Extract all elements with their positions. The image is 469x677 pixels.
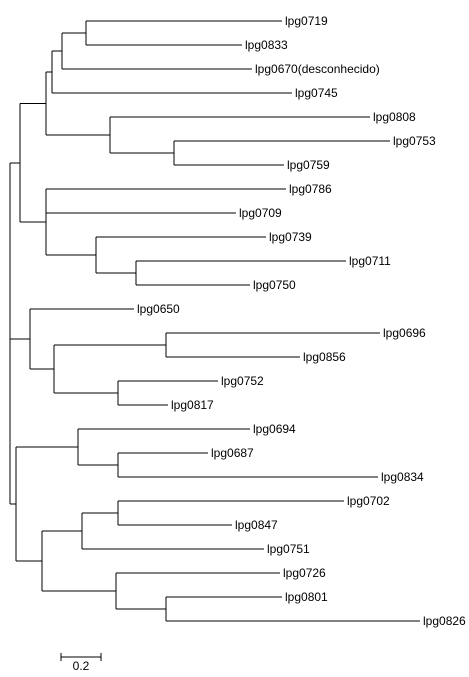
- leaf-label: lpg0726: [283, 566, 326, 580]
- leaf-label: lpg0650: [137, 302, 180, 316]
- leaf-label: lpg0856: [303, 350, 346, 364]
- leaf-label: lpg0709: [239, 206, 282, 220]
- leaf-label: lpg0847: [235, 518, 278, 532]
- leaf-label: lpg0696: [383, 326, 426, 340]
- leaf-label: lpg0753: [393, 134, 436, 148]
- leaf-label: lpg0687: [211, 446, 254, 460]
- leaf-label: lpg0711: [349, 254, 391, 268]
- leaf-label: lpg0759: [287, 158, 330, 172]
- leaf-label: lpg0833: [245, 38, 288, 52]
- leaf-label: lpg0801: [285, 590, 328, 604]
- tree-branches: [9, 20, 420, 622]
- leaf-label: lpg0752: [221, 374, 264, 388]
- leaf-label: lpg0817: [171, 398, 214, 412]
- leaf-label: lpg0702: [347, 494, 390, 508]
- scale-bar-label: 0.2: [73, 659, 90, 673]
- leaf-label: lpg0719: [285, 14, 328, 28]
- leaf-label: lpg0826: [423, 614, 466, 628]
- leaf-label: lpg0786: [289, 182, 332, 196]
- leaf-label: lpg0745: [295, 86, 338, 100]
- leaf-label: lpg0834: [381, 470, 424, 484]
- leaf-label: lpg0670(desconhecido): [255, 62, 380, 76]
- leaf-label: lpg0751: [267, 542, 310, 556]
- leaf-label: lpg0808: [373, 110, 416, 124]
- leaf-label: lpg0739: [269, 230, 312, 244]
- scale-bar: 0.2: [60, 653, 102, 673]
- leaf-labels: lpg0719 lpg0833 lpg0670(desconhecido) lpg07…: [137, 14, 466, 628]
- leaf-label: lpg0750: [253, 278, 296, 292]
- leaf-label: lpg0694: [253, 422, 296, 436]
